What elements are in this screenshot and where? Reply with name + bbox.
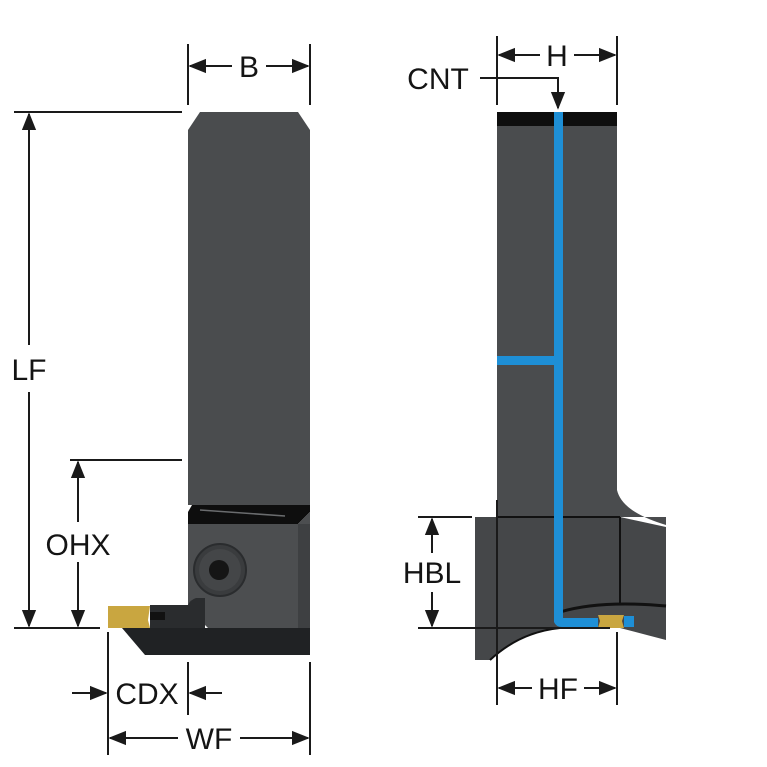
head-block: [188, 512, 310, 628]
label-cdx: CDX: [115, 678, 178, 711]
label-hf: HF: [538, 673, 578, 706]
label-b: B: [239, 51, 259, 84]
base-plate: [122, 628, 310, 655]
screw-hex-socket: [209, 560, 229, 580]
coolant-channel-outlet: [554, 612, 598, 627]
coolant-channel-cross: [497, 356, 559, 365]
front-head: [475, 517, 666, 660]
label-wf: WF: [186, 723, 233, 756]
label-lf: LF: [11, 354, 46, 387]
blade: [150, 598, 205, 628]
front-view: [475, 112, 667, 661]
clamp-groove: [188, 505, 310, 524]
label-cnt: CNT: [407, 63, 469, 96]
coolant-channel-main: [554, 112, 563, 620]
groove-highlight: [199, 509, 286, 517]
insert-pocket: [559, 602, 667, 614]
label-ohx: OHX: [45, 529, 110, 562]
side-view: [108, 112, 310, 655]
front-cutting-insert: [598, 615, 624, 628]
insert-seat: [150, 612, 165, 620]
label-hbl: HBL: [403, 557, 461, 590]
head-side: [298, 524, 310, 628]
cnt-leader: [480, 77, 566, 110]
label-h: H: [546, 40, 568, 73]
side-view-dimensions: B LF OHX CDX WF: [11, 44, 311, 756]
shank-flare: [617, 490, 666, 525]
front-view-dimensions: H CNT HBL HF: [403, 36, 618, 706]
coolant-outlet-right: [624, 616, 634, 627]
cutting-insert: [108, 606, 150, 628]
shank-body: [188, 112, 310, 505]
